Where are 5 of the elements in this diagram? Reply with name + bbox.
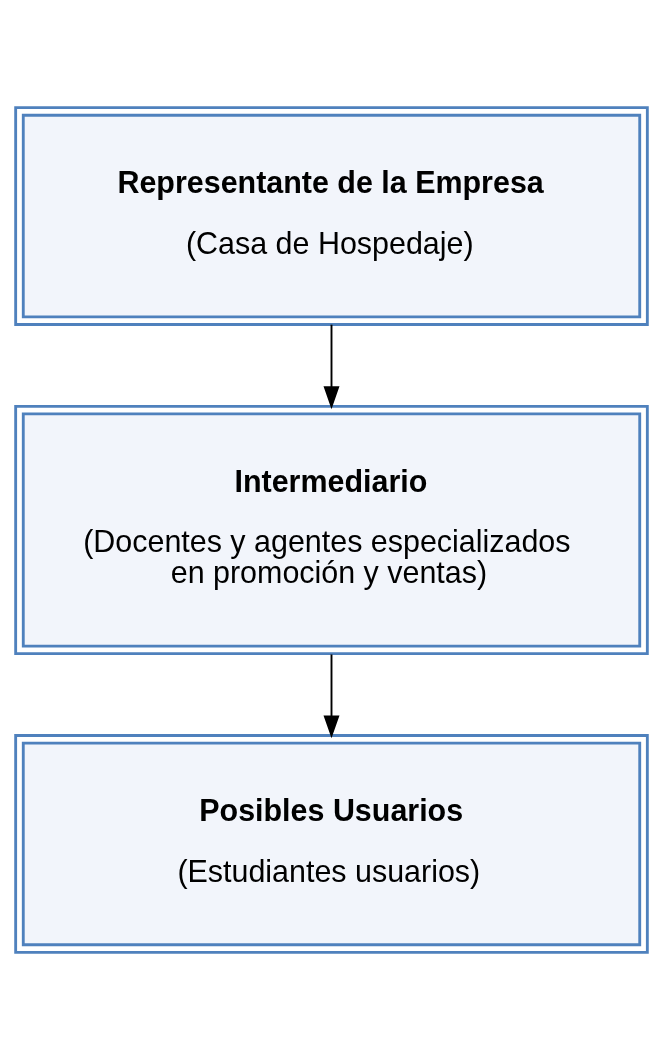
- arrow: [323, 653, 340, 738]
- node-box: Posibles Usuarios (Estudiantes usuarios): [14, 733, 649, 954]
- arrow: [323, 323, 340, 409]
- node-box: Intermediario (Docentes y agentes especializados en promoción y ventas): [14, 404, 649, 655]
- node-box: Representante de la Empresa (Casa de Hospedaje): [14, 105, 649, 326]
